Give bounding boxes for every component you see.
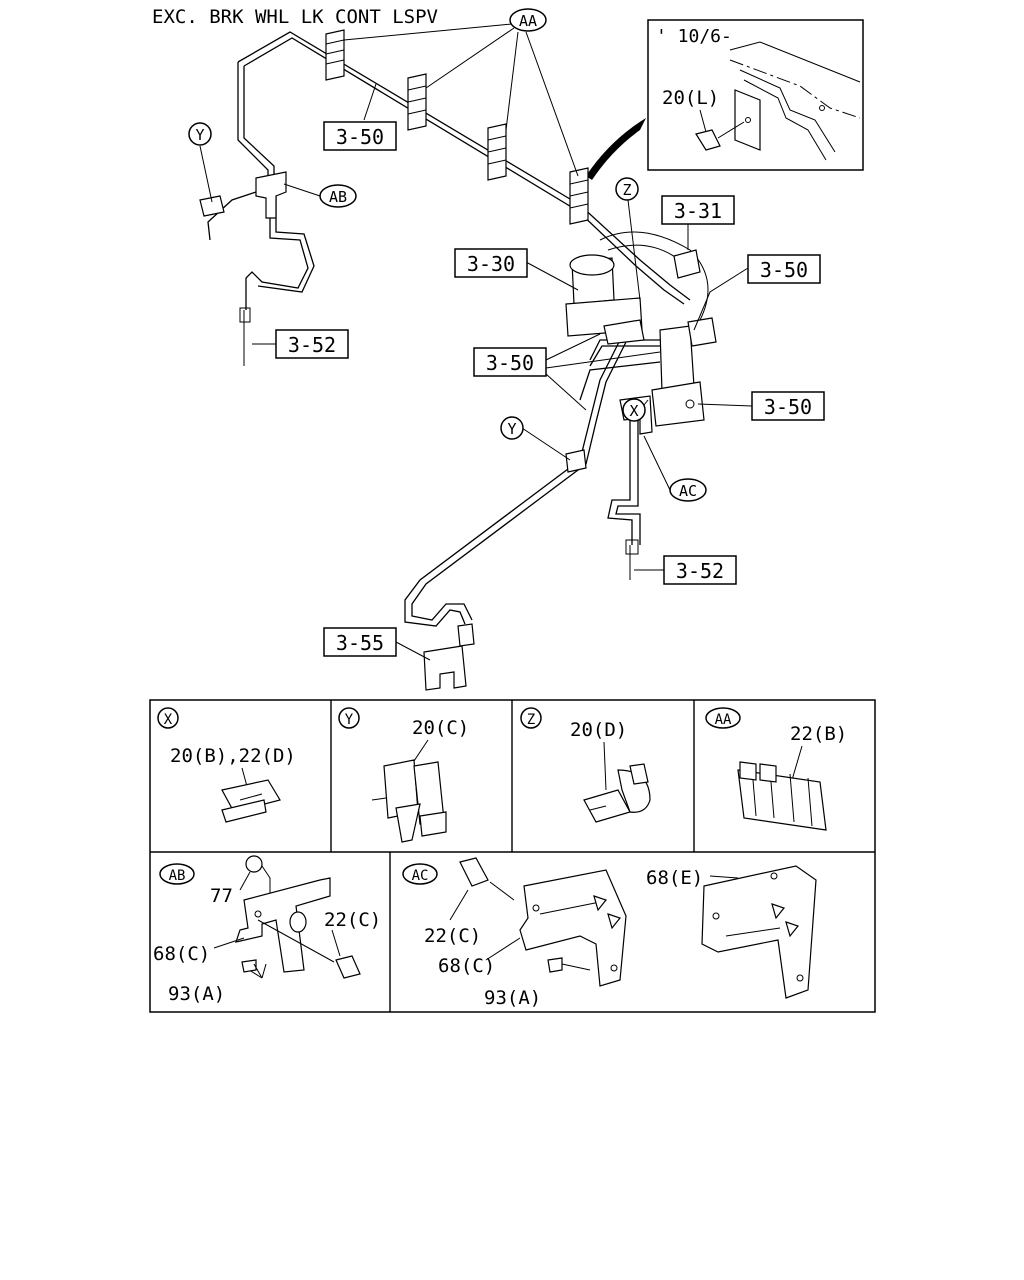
callout-ab: AB <box>319 184 357 208</box>
brake-pipes <box>207 31 701 627</box>
detail-ac-label-68e: 68(E) <box>646 867 703 889</box>
detail-aa-label: 22(B) <box>790 723 847 745</box>
ref-3-50-mid: 3-50 <box>473 347 547 377</box>
ref-3-50-right-upper: 3-50 <box>747 254 821 284</box>
bracket-ab <box>255 171 287 219</box>
detail-ab-label-93a: 93(A) <box>168 983 225 1005</box>
clip-stack-aa-4 <box>569 167 589 225</box>
detail-y-label: 20(C) <box>412 717 469 739</box>
ref-3-50-right-lower: 3-50 <box>751 391 825 421</box>
callout-y-lower: Y <box>500 416 524 440</box>
svg-text:Y: Y <box>195 126 204 144</box>
callout-y-upper: Y <box>188 122 212 146</box>
svg-text:Y: Y <box>345 712 354 728</box>
detail-grid <box>149 699 876 1013</box>
ref-3-30: 3-30 <box>454 248 528 278</box>
svg-text:AC: AC <box>679 482 697 500</box>
inset-part-label: 20(L) <box>662 87 719 109</box>
detail-ab-label-68c: 68(C) <box>153 943 210 965</box>
callout-x: X <box>622 398 646 422</box>
detail-x-label: 20(B),22(D) <box>170 745 296 767</box>
svg-text:3-50: 3-50 <box>764 395 812 419</box>
detail-z: Z 20(D) <box>520 707 651 823</box>
detail-y: Y 20(C) <box>338 707 469 843</box>
inset-pointer <box>586 118 646 180</box>
clip-stack-aa-1 <box>325 29 345 81</box>
inset-date-note: ' 10/6- <box>656 26 732 47</box>
clip-stack-aa-3 <box>487 123 507 181</box>
detail-z-label: 20(D) <box>570 719 627 741</box>
detail-ab-label-77: 77 <box>210 885 233 907</box>
svg-text:3-55: 3-55 <box>336 631 384 655</box>
inset-detail: ' 10/6- 20(L) <box>647 19 864 171</box>
detail-aa: AA 22(B) <box>705 707 847 831</box>
svg-text:AC: AC <box>412 868 429 884</box>
detail-ab-label-22c: 22(C) <box>324 909 381 931</box>
svg-text:AA: AA <box>715 712 732 728</box>
detail-ac: AC 22(C) 68(C) 93(A) 68(E) <box>402 857 817 1009</box>
svg-text:3-52: 3-52 <box>676 559 724 583</box>
svg-text:3-50: 3-50 <box>486 351 534 375</box>
ref-3-50-top: 3-50 <box>323 121 397 151</box>
svg-text:X: X <box>164 712 173 728</box>
detail-ac-label-22c: 22(C) <box>424 925 481 947</box>
svg-text:Z: Z <box>622 181 631 199</box>
svg-text:3-50: 3-50 <box>760 258 808 282</box>
ref-3-55: 3-55 <box>323 627 397 657</box>
clip-stack-aa-2 <box>407 73 427 131</box>
svg-text:X: X <box>629 402 638 420</box>
detail-ab: AB 77 22(C) 68(C) 93(A) <box>153 855 381 1005</box>
ref-3-52-right: 3-52 <box>663 555 737 585</box>
clip-y-lower <box>565 449 587 473</box>
svg-text:AA: AA <box>519 12 537 30</box>
svg-text:Z: Z <box>527 712 535 728</box>
clip-y-upper <box>199 195 225 217</box>
ref-3-31: 3-31 <box>661 195 735 225</box>
svg-text:Y: Y <box>507 420 516 438</box>
callout-ac: AC <box>669 478 707 502</box>
callout-leaders <box>199 23 753 661</box>
svg-text:3-52: 3-52 <box>288 333 336 357</box>
diagram-title: EXC. BRK WHL LK CONT LSPV <box>152 6 438 28</box>
bracket-3-55 <box>423 645 467 691</box>
callout-aa: AA <box>509 8 547 32</box>
detail-x: X 20(B),22(D) <box>157 707 296 823</box>
svg-text:AB: AB <box>329 188 347 206</box>
callout-z: Z <box>615 177 639 201</box>
detail-ac-label-68c: 68(C) <box>438 955 495 977</box>
svg-text:3-50: 3-50 <box>336 125 384 149</box>
svg-text:3-30: 3-30 <box>467 252 515 276</box>
master-cylinder-assembly <box>565 231 717 427</box>
detail-ac-label-93a: 93(A) <box>484 987 541 1009</box>
svg-text:AB: AB <box>169 868 186 884</box>
svg-text:3-31: 3-31 <box>674 199 722 223</box>
ref-3-52-left: 3-52 <box>275 329 349 359</box>
